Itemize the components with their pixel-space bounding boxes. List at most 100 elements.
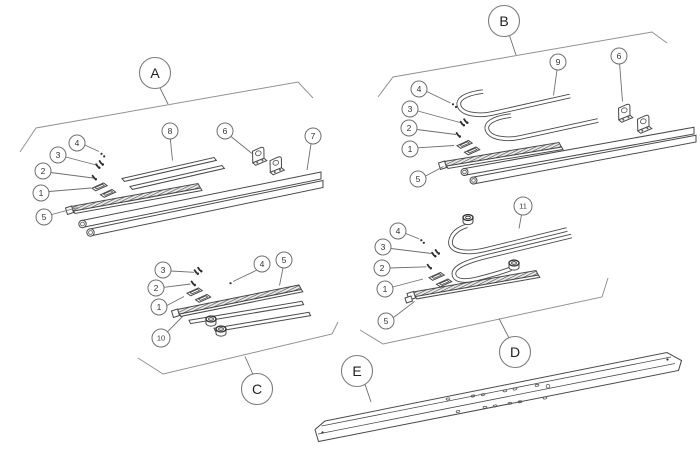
- group-b-label: B: [487, 4, 521, 38]
- callout-c-2-leader: [163, 283, 191, 288]
- group-b-screw-2: [462, 117, 470, 125]
- svg-text:9: 9: [556, 57, 561, 67]
- group-d-pin-2: [422, 241, 425, 244]
- group-c-label: C: [240, 372, 274, 406]
- group-e-end-screw-left: [321, 431, 324, 434]
- group-c-screw-3: [190, 279, 197, 287]
- callout-a-8: 8: [161, 122, 179, 140]
- group-d-label-circle: [498, 335, 532, 369]
- group-c-mounting-clip-2: [195, 294, 212, 303]
- callout-b-3: 3: [401, 100, 419, 118]
- group-d-screw-2: [434, 248, 441, 256]
- group-d-label-text: D: [510, 344, 520, 360]
- group-b-pin-1: [451, 103, 455, 106]
- group-a-boundary: [19, 81, 314, 153]
- group-c-end-cap-1: [205, 315, 217, 327]
- callout-d-1-leader: [392, 278, 424, 288]
- svg-text:11: 11: [519, 202, 527, 211]
- group-b-side-tube-1: [460, 126, 695, 176]
- svg-text:7: 7: [311, 131, 316, 141]
- group-a-screw-2: [98, 159, 105, 167]
- group-e-support-channel: [314, 351, 683, 443]
- svg-text:4: 4: [75, 138, 80, 148]
- group-e-hole-row-upper: [445, 383, 551, 401]
- callout-a-5-leader: [51, 207, 79, 215]
- callout-b-5-leader: [425, 166, 444, 177]
- callout-b-9-leader: [553, 69, 558, 96]
- svg-text:4: 4: [260, 259, 265, 269]
- svg-text:1: 1: [157, 302, 162, 312]
- group-b-label-text: B: [499, 13, 508, 29]
- group-a: A 1 2 3 4: [19, 56, 324, 237]
- group-c-pin-1: [229, 282, 232, 285]
- callout-a-1: 1: [32, 184, 50, 202]
- callout-a-2: 2: [34, 162, 52, 180]
- callout-a-5: 5: [35, 208, 53, 226]
- callout-c-10: 10: [151, 328, 171, 348]
- group-a-l-bracket-1: [252, 146, 268, 166]
- callout-a-3-leader: [65, 156, 97, 166]
- group-e-hole-row-lower: [455, 396, 548, 413]
- callout-c-3: 3: [154, 261, 172, 279]
- group-a-l-bracket-2: [269, 156, 285, 176]
- callout-d-11: 11: [513, 196, 533, 216]
- callout-b-6: 6: [610, 47, 628, 65]
- group-d-cane-hook-2: [451, 233, 573, 283]
- group-d-rail-extrusion: [404, 269, 541, 304]
- callout-d-2: 2: [373, 259, 391, 277]
- callout-b-4-leader: [426, 91, 451, 104]
- group-a-pin-2: [103, 155, 106, 158]
- callout-d-11-leader: [518, 214, 522, 229]
- callout-c-5-leader: [279, 267, 284, 286]
- group-a-pin-1: [100, 152, 103, 155]
- svg-text:2: 2: [380, 263, 385, 273]
- group-a-mounting-clip-1: [91, 182, 108, 192]
- svg-text:5: 5: [282, 255, 287, 265]
- callout-c-1-leader: [166, 296, 185, 306]
- group-a-side-tube-1: [78, 171, 322, 229]
- group-a-side-tube-2: [86, 179, 324, 237]
- callout-b-6-leader: [619, 63, 623, 102]
- group-b-mounting-clip-2: [464, 146, 481, 156]
- callout-d-5-leader: [393, 301, 415, 318]
- svg-text:3: 3: [408, 104, 413, 114]
- group-e-end-screw-right: [666, 358, 669, 361]
- svg-text:4: 4: [417, 84, 422, 94]
- group-b-l-bracket-2: [637, 114, 653, 134]
- callout-b-1: 1: [401, 140, 419, 158]
- group-b-boundary: [377, 31, 668, 98]
- callout-a-4: 4: [68, 134, 86, 152]
- group-d-label-leader: [498, 318, 510, 339]
- svg-text:6: 6: [617, 51, 622, 61]
- callout-a-7: 7: [304, 127, 322, 145]
- group-a-label-text: A: [150, 65, 160, 81]
- svg-text:2: 2: [407, 123, 412, 133]
- group-c-flat-bar-1: [188, 300, 305, 325]
- group-c-rail-extrusion: [170, 284, 304, 319]
- group-a-flat-strip-2: [129, 164, 226, 190]
- svg-text:1: 1: [408, 144, 413, 154]
- group-a-screw-1: [94, 162, 102, 170]
- callout-b-5: 5: [409, 170, 427, 188]
- group-c-flat-bar-2: [213, 311, 312, 333]
- group-a-label-circle: [138, 56, 172, 90]
- group-e: E: [314, 351, 683, 443]
- callout-a-4-leader: [84, 144, 100, 152]
- group-d-cane-hook-1: [448, 223, 568, 255]
- callout-b-1-leader: [417, 145, 455, 149]
- callout-c-3-leader: [170, 270, 195, 273]
- callout-b-2: 2: [400, 119, 418, 137]
- group-e-label: E: [340, 354, 374, 388]
- group-e-label-leader: [364, 384, 372, 403]
- svg-text:6: 6: [223, 126, 228, 136]
- callout-c-4-leader: [232, 269, 258, 282]
- group-b-label-leader: [509, 35, 517, 56]
- callout-a-2-leader: [50, 172, 94, 179]
- group-c-label-text: C: [252, 381, 262, 397]
- callout-d-3: 3: [374, 238, 392, 256]
- callout-d-5: 5: [377, 312, 395, 330]
- callout-d-1: 1: [376, 280, 394, 298]
- callout-a-6-leader: [230, 136, 253, 154]
- group-d-boundary: [359, 277, 609, 345]
